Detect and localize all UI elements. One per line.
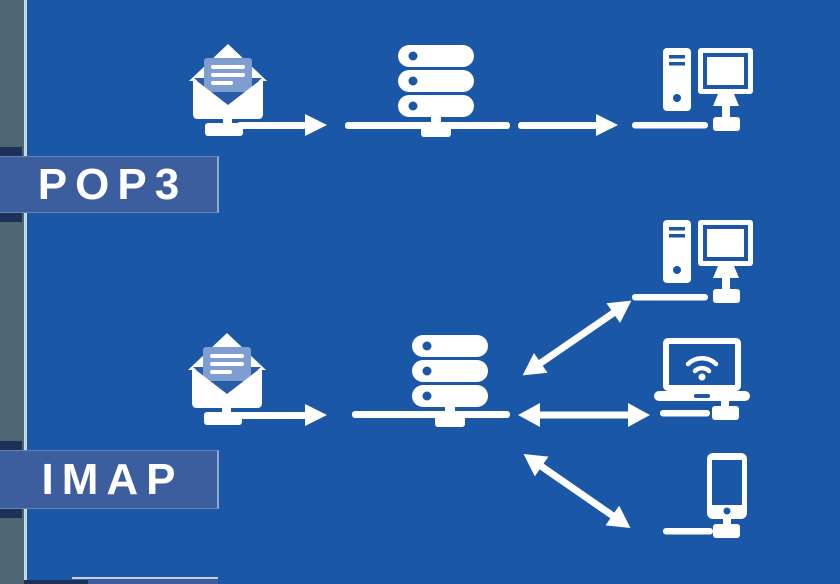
imap-label: IMAP <box>41 454 184 504</box>
desktop-computer-icon <box>630 45 756 142</box>
arrow-right-icon <box>237 404 327 426</box>
imap-banner: IMAP <box>0 450 219 509</box>
email-envelope-icon <box>188 333 266 425</box>
divider-line <box>24 0 27 584</box>
smartphone-icon <box>660 452 750 542</box>
mail-server-icon <box>412 335 488 429</box>
email-envelope-icon <box>189 44 267 136</box>
mail-server-icon <box>398 45 474 139</box>
server-baseline <box>352 411 510 418</box>
pop3-banner: POP3 <box>0 156 219 213</box>
bottom-cropped-banner <box>72 577 218 584</box>
double-arrow-icon <box>518 403 650 427</box>
double-arrow-icon <box>516 291 638 386</box>
arrow-right-icon <box>518 114 618 136</box>
bottom-cropped-accent <box>24 580 88 584</box>
desktop-computer-icon <box>630 217 756 314</box>
pop3-label: POP3 <box>37 159 188 209</box>
laptop-wifi-icon <box>652 338 752 424</box>
arrow-right-icon <box>237 114 327 136</box>
double-arrow-icon <box>517 444 638 538</box>
